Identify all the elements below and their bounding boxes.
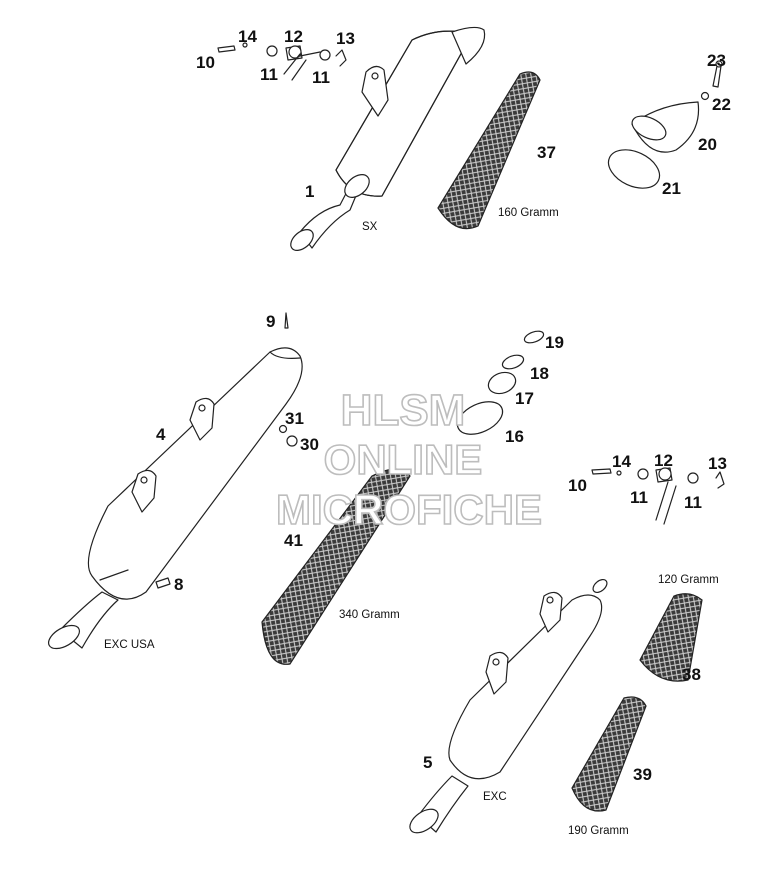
sx-silencer [290, 26, 486, 251]
callout-labels: 1 4 5 8 9 10 14 12 13 11 11 10 14 12 13 … [156, 27, 731, 784]
callout-1: 1 [305, 182, 314, 201]
callout-37: 37 [537, 143, 556, 162]
caption-120-gramm: 120 Gramm [658, 574, 719, 586]
caption-exc: EXC [483, 791, 507, 803]
caption-340-gramm: 340 Gramm [339, 609, 400, 621]
caption-160-gramm: 160 Gramm [498, 207, 559, 219]
watermark-line-2: ONLINE [324, 436, 483, 483]
caption-sx: SX [362, 221, 378, 233]
callout-11-right-left: 11 [630, 488, 648, 507]
caption-exc-usa: EXC USA [104, 639, 155, 651]
mount-hardware-right [591, 467, 725, 525]
insert-39 [571, 696, 647, 812]
end-cap-16-19 [456, 330, 545, 435]
callout-18: 18 [530, 364, 549, 383]
callout-31: 31 [285, 409, 304, 428]
callout-11-top-right: 11 [312, 68, 330, 87]
watermark: HLSM ONLINE MICROFICHE [275, 385, 543, 534]
callout-8: 8 [174, 575, 183, 594]
callout-38: 38 [682, 665, 701, 684]
watermark-line-1: HLSM [341, 386, 466, 435]
callout-12-top: 12 [284, 27, 303, 46]
mount-hardware-top [217, 42, 347, 81]
model-captions: SX EXC USA EXC 160 Gramm 340 Gramm 120 G… [104, 207, 719, 837]
callout-19: 19 [545, 333, 564, 352]
callout-10-top: 10 [196, 53, 215, 72]
callout-13-right: 13 [708, 454, 727, 473]
exc-silencer [409, 578, 608, 834]
callout-11-top-left: 11 [260, 65, 278, 84]
caption-190-gramm: 190 Gramm [568, 825, 629, 837]
callout-12-right: 12 [654, 451, 673, 470]
callout-14-top: 14 [238, 27, 257, 46]
callout-13-top: 13 [336, 29, 355, 48]
callout-30: 30 [300, 435, 319, 454]
callout-14-right: 14 [612, 452, 631, 471]
callout-11-right-right: 11 [684, 493, 702, 512]
callout-22: 22 [712, 95, 731, 114]
callout-20: 20 [698, 135, 717, 154]
insert-38 [639, 593, 703, 682]
callout-41: 41 [284, 531, 303, 550]
insert-41 [261, 468, 411, 665]
screws-9-30-31 [278, 312, 298, 447]
callout-16: 16 [505, 427, 524, 446]
callout-21: 21 [662, 179, 681, 198]
watermark-line-3: MICROFICHE [276, 486, 542, 533]
callout-39: 39 [633, 765, 652, 784]
callout-9: 9 [266, 312, 275, 331]
callout-23: 23 [707, 51, 726, 70]
callout-10-right: 10 [568, 476, 587, 495]
callout-4: 4 [156, 425, 166, 444]
insert-37 [437, 71, 541, 230]
callout-17: 17 [515, 389, 534, 408]
end-cap-assembly [607, 60, 723, 189]
exc-usa-silencer [48, 347, 303, 650]
callout-5: 5 [423, 753, 432, 772]
